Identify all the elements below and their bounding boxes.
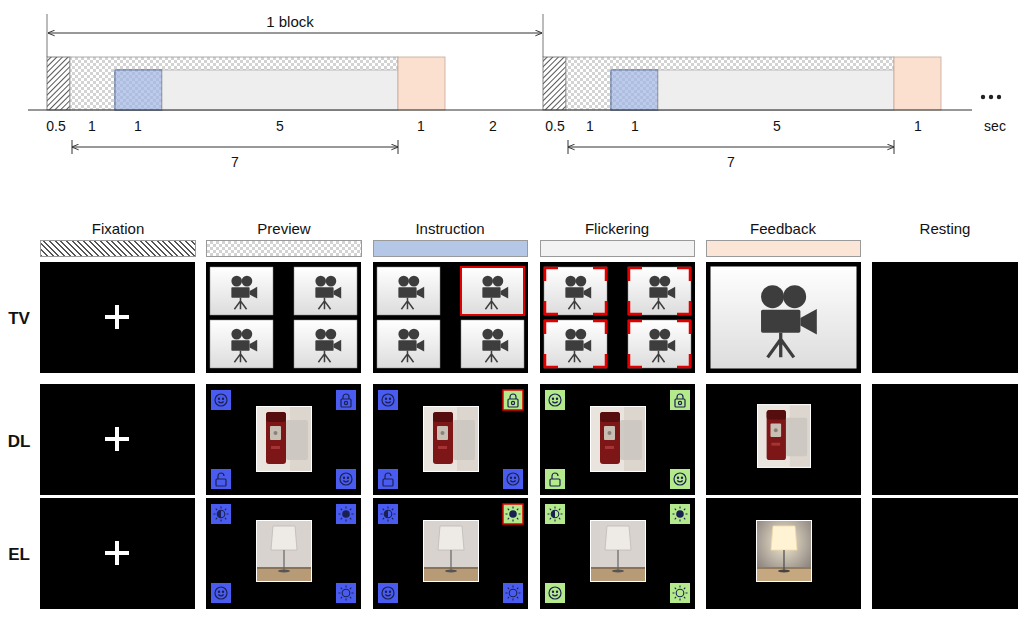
- duration-number: 1: [88, 119, 96, 133]
- legend-swatch: [540, 240, 695, 257]
- dl-row-panels: [40, 384, 1018, 495]
- legend-label: Preview: [257, 221, 310, 236]
- duration-number: 5: [773, 119, 781, 133]
- duration-number: 1: [586, 119, 594, 133]
- span-number: 7: [727, 155, 735, 169]
- duration-number: 5: [276, 119, 284, 133]
- column-header: Resting: [920, 221, 971, 236]
- axis-unit: sec: [984, 119, 1006, 133]
- duration-number: 1: [631, 119, 639, 133]
- span-number: 7: [231, 155, 239, 169]
- span-label: 1 block: [266, 14, 314, 29]
- duration-number: 1: [417, 119, 425, 133]
- legend-swatch: [373, 240, 528, 257]
- duration-number: 1: [134, 119, 142, 133]
- block-timeline: [28, 14, 1001, 154]
- legend-swatch: [206, 240, 362, 257]
- row-label: TV: [8, 310, 30, 327]
- legend-label: Feedback: [750, 221, 816, 236]
- legend-swatch: [40, 240, 196, 257]
- tv-row-panels: [40, 262, 1018, 373]
- duration-number: 0.5: [545, 119, 564, 133]
- duration-number: 1: [914, 119, 922, 133]
- legend-swatch: [706, 240, 861, 257]
- legend-label: Fixation: [92, 221, 145, 236]
- duration-number: 2: [489, 119, 497, 133]
- row-label: DL: [8, 433, 31, 450]
- legend-label: Flickering: [585, 221, 649, 236]
- duration-number: 0.5: [46, 119, 65, 133]
- row-label: EL: [8, 546, 30, 563]
- legend-label: Instruction: [415, 221, 484, 236]
- el-row-panels: [40, 498, 1018, 609]
